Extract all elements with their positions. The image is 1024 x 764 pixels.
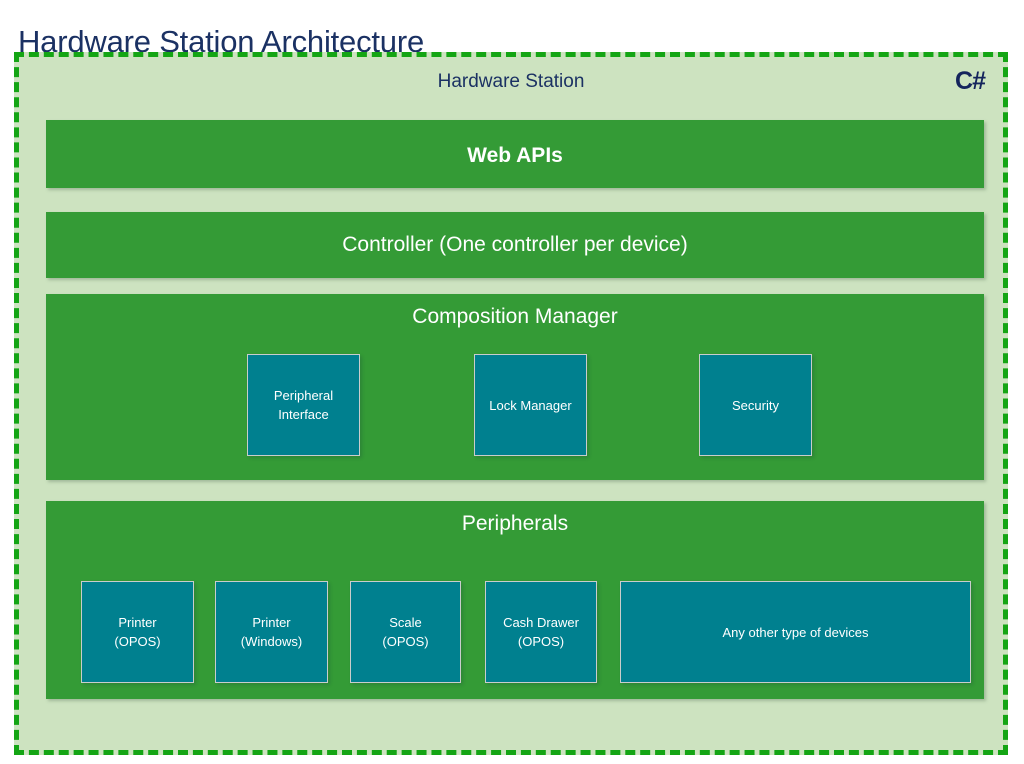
component-security: Security — [699, 354, 812, 456]
component-printer-windows: Printer (Windows) — [215, 581, 328, 683]
component-any-other-devices-line1: Any other type of devices — [722, 624, 869, 640]
hardware-station-boundary: Hardware Station C# Web APIs Controller … — [14, 52, 1008, 755]
component-printer-opos: Printer (OPOS) — [81, 581, 194, 683]
layer-composition-manager: Composition Manager Peripheral Interface… — [46, 294, 984, 480]
component-lock-manager-line1: Lock Manager — [489, 397, 572, 413]
component-lock-manager: Lock Manager — [474, 354, 587, 456]
layer-composition-manager-title: Composition Manager — [412, 305, 618, 328]
component-peripheral-interface-line1: Peripheral — [273, 388, 334, 403]
layer-peripherals: Peripherals Printer (OPOS) Printer (Wind… — [46, 501, 984, 699]
component-printer-windows-line1: Printer — [252, 615, 291, 630]
component-scale-opos-line1: Scale — [389, 615, 422, 630]
component-scale-opos-line2: (OPOS) — [382, 634, 429, 649]
layer-peripherals-title: Peripherals — [461, 512, 569, 535]
component-cash-drawer-opos: Cash Drawer (OPOS) — [485, 581, 597, 683]
layer-web-apis-title: Web APIs — [467, 144, 563, 167]
component-cash-drawer-opos-line1: Cash Drawer — [503, 615, 579, 630]
component-scale-opos: Scale (OPOS) — [350, 581, 461, 683]
hardware-station-label: Hardware Station — [437, 71, 585, 92]
layer-controller: Controller (One controller per device) — [46, 212, 984, 278]
component-printer-opos-line1: Printer — [118, 615, 157, 630]
component-any-other-devices: Any other type of devices — [620, 581, 971, 683]
component-peripheral-interface: Peripheral Interface — [247, 354, 360, 456]
component-printer-opos-line2: (OPOS) — [114, 634, 161, 649]
layer-controller-title: Controller (One controller per device) — [342, 233, 688, 256]
component-peripheral-interface-line2: Interface — [278, 407, 329, 422]
component-cash-drawer-opos-line2: (OPOS) — [517, 634, 565, 649]
language-badge-csharp: C# — [955, 67, 986, 95]
component-security-line1: Security — [732, 397, 779, 413]
component-printer-windows-line2: (Windows) — [240, 634, 303, 649]
layer-web-apis: Web APIs — [46, 120, 984, 188]
